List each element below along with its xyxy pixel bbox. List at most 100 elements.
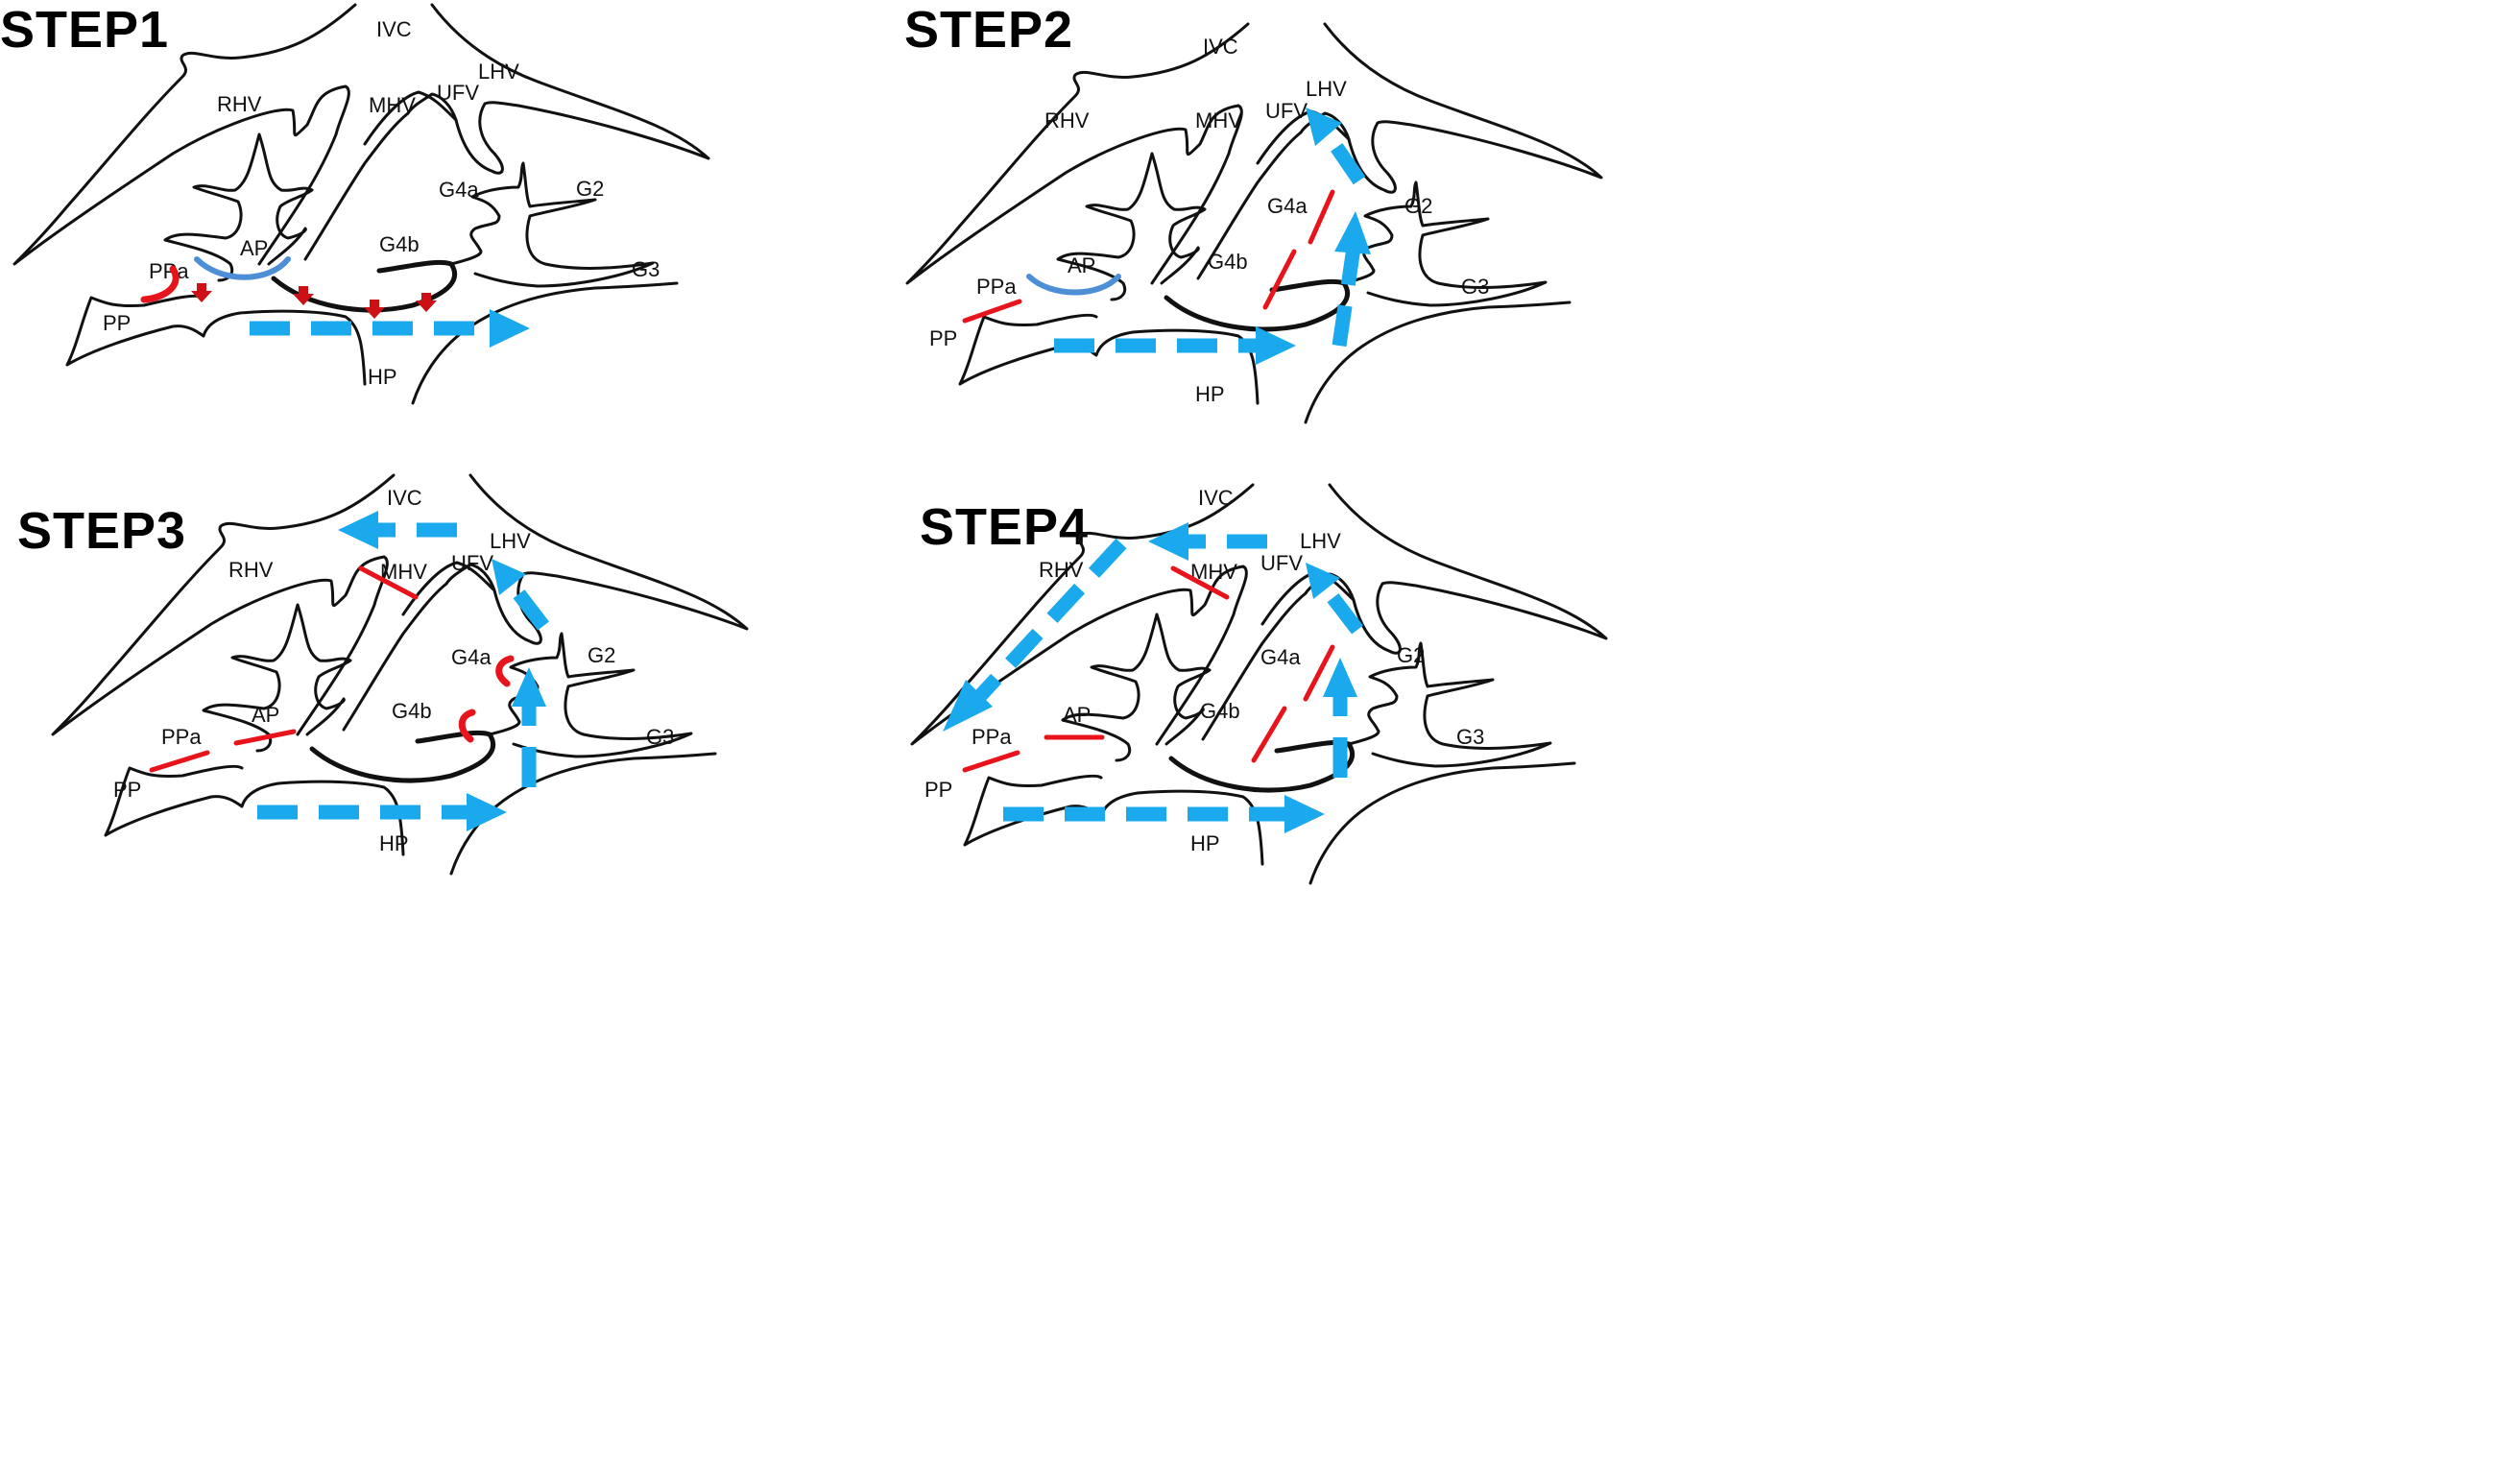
cut-g4b <box>1262 249 1297 310</box>
label-pp: PP <box>113 778 141 802</box>
label-hp: HP <box>1190 831 1220 855</box>
ap-clamp <box>1026 274 1121 296</box>
label-g4a: G4a <box>451 645 492 669</box>
label-ivc: IVC <box>387 486 422 510</box>
flow-arrow-head <box>490 309 530 348</box>
cut-g4a <box>1308 189 1335 245</box>
label-ap: AP <box>1063 703 1091 727</box>
label-rhv: RHV <box>1039 558 1084 582</box>
label-g2: G2 <box>1397 643 1425 667</box>
flow-arrow-head-ivc <box>338 511 378 549</box>
cut-g4b <box>1251 706 1287 763</box>
g4a-clamp <box>495 655 515 687</box>
flow-arrow-head-v <box>512 667 546 707</box>
label-g2: G2 <box>576 177 604 201</box>
pp-trunk-outline <box>958 300 1572 424</box>
label-lhv: LHV <box>478 60 519 84</box>
step-title: STEP2 <box>904 1 1074 59</box>
ivc-outline-right <box>444 473 749 645</box>
ap-branch-outline <box>1056 152 1207 301</box>
panel-step1: STEP1 IVC RHV MHV UFV LHV AP PPa PP HP G… <box>0 0 1260 733</box>
panel-step3: STEP3 IVC RHV MHV UFV LHV AP PPa PP HP G… <box>0 470 1260 1203</box>
label-g4b: G4b <box>392 699 432 723</box>
label-ppa: PPa <box>972 725 1012 749</box>
label-lhv: LHV <box>1306 77 1347 101</box>
step2-diagram: IVC RHV MHV UFV LHV AP PPa PP HP G4a G4b… <box>905 22 1603 424</box>
arrow-down-3 <box>364 300 385 319</box>
label-g4b: G4b <box>379 232 420 256</box>
label-hp: HP <box>368 365 397 389</box>
label-pp: PP <box>924 778 952 802</box>
label-lhv: LHV <box>1300 529 1341 553</box>
label-ap: AP <box>252 703 279 727</box>
label-ivc: IVC <box>1203 35 1238 59</box>
ivc-outline-right <box>1299 22 1603 194</box>
ap-clamp <box>194 256 291 280</box>
label-ufv: UFV <box>1265 99 1308 123</box>
flow-arrow-head-v <box>1334 211 1371 254</box>
ppa-clamp <box>140 265 180 303</box>
flow-arrow-shaft-ufv <box>1328 139 1366 185</box>
flow-arrow-shaft-v <box>1332 246 1361 348</box>
label-lhv: LHV <box>490 529 531 553</box>
ivc-outline-right <box>1304 483 1608 655</box>
step3-diagram: IVC RHV MHV UFV LHV AP PPa PP HP G4a G4b… <box>51 473 749 876</box>
arrow-down-1 <box>191 283 212 302</box>
cut-ppa <box>962 299 1022 324</box>
panel-step4: STEP4 IVC RHV MHV UFV LHV AP PPa PP HP G… <box>883 470 2143 1203</box>
flow-arrow-head-h <box>467 793 507 831</box>
ivc-outline-left <box>905 22 1250 285</box>
label-ppa: PPa <box>161 725 202 749</box>
vessels <box>905 22 1603 424</box>
flow-arrow-head-ufv <box>1306 563 1340 599</box>
flow-arrow-shaft-ufv <box>513 589 549 631</box>
label-g2: G2 <box>1404 194 1432 218</box>
umbilical-portion <box>309 730 496 783</box>
flow-arrow-shaft-ufv <box>1327 592 1363 635</box>
label-g3: G3 <box>1456 725 1484 749</box>
label-g3: G3 <box>632 257 660 281</box>
label-ufv: UFV <box>1260 551 1303 575</box>
step-title: STEP3 <box>17 502 187 560</box>
label-rhv: RHV <box>217 92 262 116</box>
g-branch-outline <box>1342 180 1548 307</box>
ap-branch-outline <box>163 132 314 282</box>
label-ap: AP <box>240 236 268 260</box>
pp-trunk-outline <box>65 281 679 405</box>
label-ufv: UFV <box>451 551 493 575</box>
flow-arrow-head-ufv <box>1306 108 1342 146</box>
label-mhv: MHV <box>1195 108 1242 132</box>
flow-arrow-head-ufv <box>492 559 526 595</box>
label-rhv: RHV <box>1044 108 1090 132</box>
label-g4a: G4a <box>439 178 479 202</box>
label-ppa: PPa <box>976 275 1017 299</box>
label-g4a: G4a <box>1267 194 1308 218</box>
label-ivc: IVC <box>376 17 412 41</box>
g-branch-outline <box>1347 641 1552 768</box>
ap-branch-outline <box>202 603 352 753</box>
arrow-down-4 <box>416 293 437 312</box>
g-branch-outline <box>449 161 655 288</box>
cut-mhv <box>1170 565 1230 600</box>
cut-g4a <box>1303 644 1335 702</box>
label-ufv: UFV <box>437 81 479 105</box>
flow-arrow-head-rhv <box>943 680 993 732</box>
vessels <box>51 473 749 876</box>
flow-arrow-head-h <box>1256 326 1296 365</box>
ivc-outline-left <box>12 3 357 266</box>
ivc-outline-left <box>51 473 396 736</box>
panel-step2: STEP2 IVC RHV MHV UFV LHV AP PPa PP HP G… <box>883 0 2143 733</box>
arrow-down-2 <box>293 286 314 305</box>
label-pp: PP <box>929 326 957 350</box>
flow-arrow-head-ivc <box>1148 522 1188 561</box>
step-title: STEP1 <box>0 1 170 59</box>
step1-diagram: IVC RHV MHV UFV LHV AP PPa PP HP G4a G4b… <box>12 3 710 405</box>
label-mhv: MHV <box>369 93 416 117</box>
label-g3: G3 <box>1461 275 1489 299</box>
cut-ppa <box>962 750 1020 773</box>
label-ppa: PPa <box>149 259 189 283</box>
umbilical-portion <box>271 259 458 313</box>
label-g3: G3 <box>646 725 674 749</box>
label-g4a: G4a <box>1260 645 1301 669</box>
label-mhv: MHV <box>380 560 427 584</box>
